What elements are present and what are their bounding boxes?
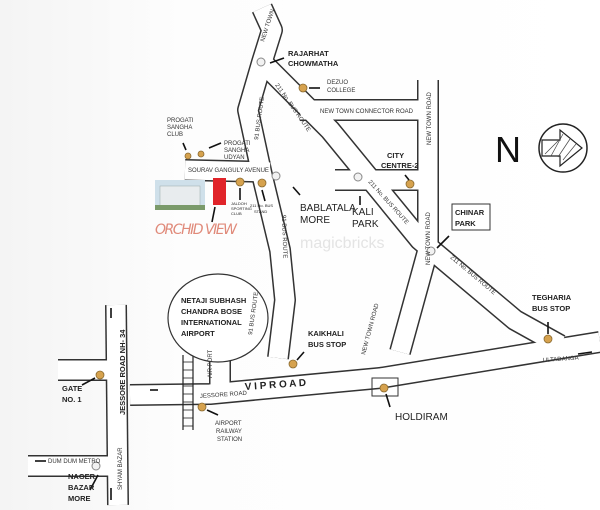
label-bablatala-2: MORE <box>300 215 330 226</box>
label-bus-stand-1: 211 No. BUS <box>250 203 273 208</box>
label-kali-park-1: KALI <box>352 207 374 218</box>
label-progati-club-3: CLUB <box>167 132 183 138</box>
dot-bus-stand <box>257 178 267 188</box>
road-label-91-mid: 91 BUS ROUTE <box>280 215 288 259</box>
label-nager-3: MORE <box>68 494 91 503</box>
road-label-91-low: 91 BUS ROUTE <box>248 292 260 336</box>
label-airport-3: INTERNATIONAL <box>181 318 242 327</box>
label-jaldoh-2: SPORTING <box>231 206 252 211</box>
label-airport-station-1: AIRPORT <box>215 421 242 427</box>
label-gate-2: NO. 1 <box>62 395 82 404</box>
dot-gate <box>95 370 105 380</box>
project-name-label: ORCHID VIEW <box>155 222 238 238</box>
landmark-labels: RAJARHAT CHOWMATHA DEZUO COLLEGE PROGATI… <box>62 49 572 503</box>
dot-city-centre <box>405 179 415 189</box>
label-tegharia-2: BUS STOP <box>532 304 570 313</box>
junction-dumdum <box>91 461 101 471</box>
road-label-new-town-road-mid: NEW TOWN ROAD <box>426 212 432 265</box>
compass-north-label: N <box>495 129 521 170</box>
road-label-jessore-nh34: JESSORE ROAD NH- 34 <box>118 329 127 415</box>
dot-dezuo <box>298 83 308 93</box>
roads <box>28 3 600 506</box>
road-label-new-town-road-top: NEW TOWN ROAD <box>427 92 433 145</box>
railway-track <box>182 355 194 430</box>
road-label-new-town-road-low: NEW TOWN ROAD <box>361 302 381 355</box>
dot-tegharia <box>543 334 553 344</box>
junction-rajarhat <box>256 57 266 67</box>
road-label-jessore: JESSORE ROAD <box>200 391 248 400</box>
label-tegharia-1: TEGHARIA <box>532 293 572 302</box>
junction-chinar <box>426 246 436 256</box>
road-label-air-port: AIR PORT <box>208 349 214 378</box>
dot-airport-station <box>197 402 207 412</box>
label-dezuo-2: COLLEGE <box>327 88 355 94</box>
label-bus-stand-2: STAND <box>254 209 267 214</box>
airport-area <box>167 273 269 363</box>
label-bablatala-1: BABLATALA <box>300 203 356 214</box>
label-airport-1: NETAJI SUBHASH <box>181 296 246 305</box>
label-rajarhat-1: RAJARHAT <box>288 49 329 58</box>
label-jaldoh-3: CLUB <box>231 211 242 216</box>
chinar-park-box <box>451 203 491 231</box>
label-nager-2: BAZAR <box>68 483 95 492</box>
label-progati-club-1: PROGATI <box>167 118 194 124</box>
label-kali-park-2: PARK <box>352 219 379 230</box>
label-kaikhali-1: KAIKHALI <box>308 329 344 338</box>
dot-progati-club <box>184 152 192 160</box>
label-city-centre-1: CITY <box>387 151 404 160</box>
label-kaikhali-2: BUS STOP <box>308 340 346 349</box>
project-building-image <box>155 180 205 210</box>
holdiram-box <box>371 377 399 397</box>
label-airport-4: AIRPORT <box>181 329 215 338</box>
dot-jaldoh <box>235 177 245 187</box>
pointer-arrows <box>35 57 593 500</box>
road-label-vip: V I P R O A D <box>244 378 306 393</box>
dot-holdiram <box>379 383 389 393</box>
label-progati-udyan-1: PROGATI <box>224 141 251 147</box>
road-label-connector: NEW TOWN CONNECTOR ROAD <box>320 109 414 115</box>
road-label-sourav: SOURAV GANGULY AVENUE <box>188 168 269 174</box>
label-airport-station-3: STATION <box>217 437 242 443</box>
road-label-ultadanga: ULTADANGA <box>543 356 579 364</box>
junction-kali-park <box>353 172 363 182</box>
dot-progati-udyan <box>197 150 205 158</box>
road-label-dumdum: DUM DUM METRO <box>48 459 101 465</box>
label-airport-station-2: RAILWAY <box>216 429 242 435</box>
label-jaldoh-1: JALDOH <box>231 201 247 206</box>
label-gate-1: GATE <box>62 384 82 393</box>
label-airport-2: CHANDRA BOSE <box>181 307 242 316</box>
road-label-91-top: 91 BUS ROUTE <box>254 97 266 141</box>
compass-arrow-icon <box>538 123 588 173</box>
label-dezuo-1: DEZUO <box>327 80 348 86</box>
label-city-centre-2: CENTRE-2 <box>381 161 419 170</box>
label-progati-udyan-2: SANGHA <box>224 148 249 154</box>
label-holdiram: HOLDIRAM <box>395 412 448 423</box>
label-rajarhat-2: CHOWMATHA <box>288 59 339 68</box>
label-progati-club-2: SANGHA <box>167 125 192 131</box>
watermark: magicbricks <box>300 235 384 252</box>
label-nager-1: NAGER <box>68 472 96 481</box>
project-location-marker <box>213 178 226 205</box>
junction-bablatala <box>271 171 281 181</box>
road-label-shyam-bazar: SHYAM BAZAR <box>118 447 124 490</box>
label-chinar-1: CHINAR <box>455 208 485 217</box>
label-progati-udyan-3: UDYAN <box>224 155 245 161</box>
landmark-dots <box>95 83 553 412</box>
label-chinar-2: PARK <box>455 219 476 228</box>
dot-kaikhali <box>288 359 298 369</box>
